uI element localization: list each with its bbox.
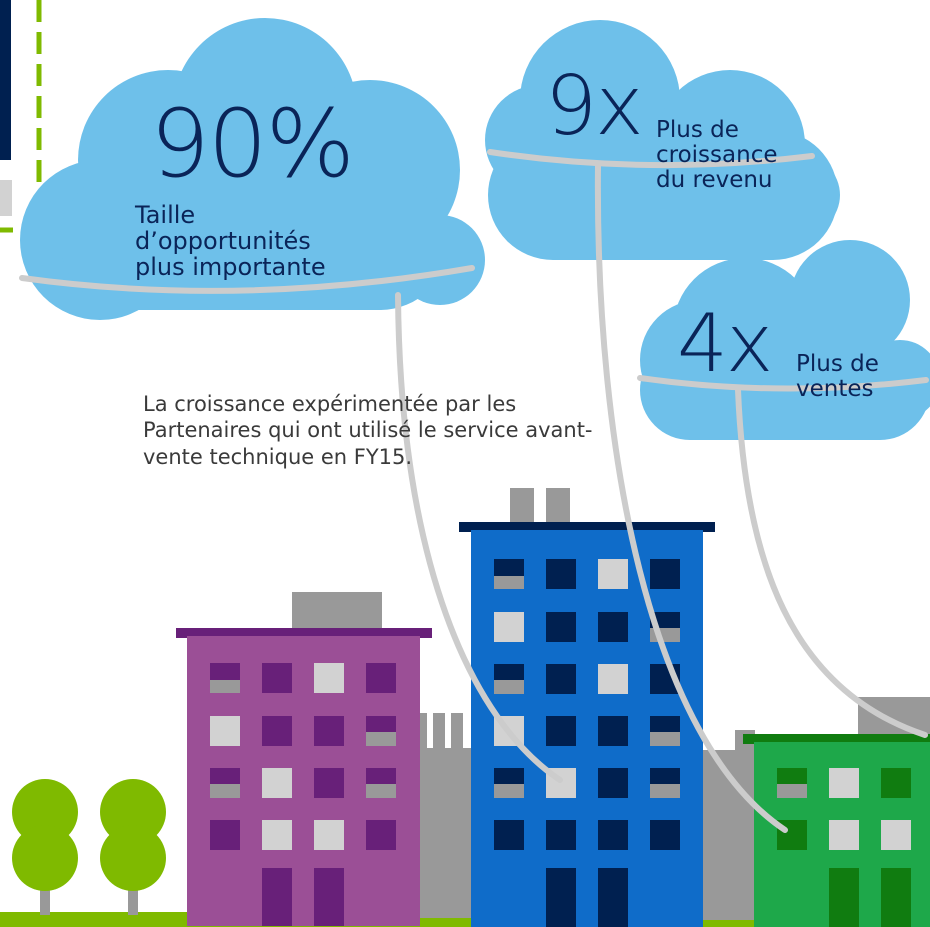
stat-value-3: 4x: [677, 297, 773, 390]
caption-text: La croissance expérimentée par les Parte…: [143, 392, 593, 469]
purple-building: [176, 592, 432, 926]
string-small: [735, 387, 928, 738]
cloud-medium-band: [487, 149, 815, 169]
balloon-strings: [19, 149, 929, 833]
cloud-large: [20, 18, 485, 320]
stat-label-1: Taille d’opportunités plus importante: [135, 201, 326, 281]
gray-panel-edge: [0, 180, 12, 216]
blue-building: [459, 488, 715, 927]
stat-value-1: 90%: [150, 90, 355, 199]
tree-left: [12, 779, 78, 915]
stat-label-2: Plus de croissance du revenu: [656, 117, 778, 193]
string-medium: [594, 162, 788, 833]
green-building: [743, 734, 930, 927]
gray-building-right: [695, 730, 755, 920]
cloud-small: [640, 240, 930, 440]
stat-value-2: 9x: [545, 59, 644, 154]
tree-right: [100, 779, 166, 915]
navy-panel-edge: [0, 0, 11, 160]
cloud-large-band: [19, 265, 475, 294]
cloud-small-band: [637, 375, 929, 392]
string-large: [395, 292, 563, 783]
stat-label-3: Plus de ventes: [796, 351, 879, 402]
